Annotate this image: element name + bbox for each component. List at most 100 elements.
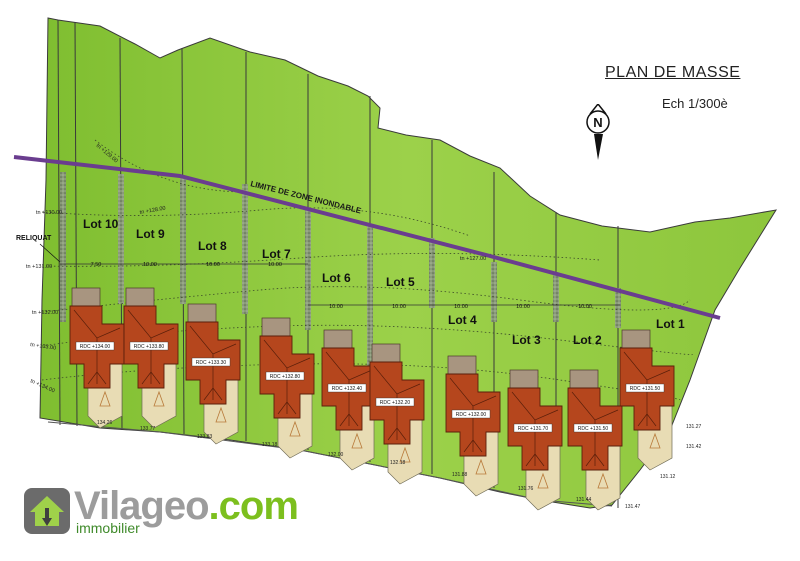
house: RDC +131.70: [507, 369, 563, 511]
frontage-width: 10.00: [454, 304, 468, 310]
vilageo-logo[interactable]: Vilageo.com immobilier: [24, 484, 314, 544]
road-level: 132.00: [328, 452, 344, 458]
rdc-level: RDC +132.00: [456, 412, 487, 418]
contour-label: tn +127.00: [460, 256, 486, 262]
rdc-level: RDC +132.20: [380, 400, 411, 406]
house: RDC +133.80: [123, 287, 179, 429]
road-level: 131.12: [660, 474, 676, 480]
rdc-level: RDC +132.80: [270, 374, 301, 380]
garage-roof: [371, 343, 401, 363]
frontage-width: 10.00: [268, 262, 282, 268]
contour-label: tn +133.00: [30, 342, 57, 352]
parking-mark: [99, 390, 111, 407]
svg-text:N: N: [593, 115, 602, 130]
garage-roof: [261, 317, 291, 337]
lot-label: Lot 3: [512, 333, 541, 347]
frontage-width: 10.00: [143, 262, 157, 268]
reliquat-leader: [39, 243, 61, 263]
plan-scale: Ech 1/300è: [662, 96, 728, 111]
road-level: 131.44: [576, 497, 592, 503]
rdc-level: RDC +133.30: [196, 360, 227, 366]
road-level: 131.42: [686, 444, 702, 450]
rdc-label-box: [265, 371, 305, 381]
parking-mark: [597, 472, 609, 489]
frontage-width: 10.00: [578, 304, 592, 310]
lot-label: Lot 6: [322, 271, 351, 285]
house: RDC +134.00: [69, 287, 125, 429]
frontage-width: 10.00: [516, 304, 530, 310]
road-level: 132.18: [390, 460, 406, 466]
garage-roof: [71, 287, 101, 307]
rdc-level: RDC +134.00: [80, 344, 111, 350]
rdc-label-box: [625, 383, 665, 393]
house: RDC +131.50: [567, 369, 623, 511]
contour-label: tn +128.00: [139, 206, 166, 216]
parking-mark: [475, 458, 487, 475]
garage-roof: [569, 369, 599, 389]
house: RDC +132.40: [321, 329, 377, 471]
lot-label: Lot 2: [573, 333, 602, 347]
rdc-label-box: [191, 357, 231, 367]
contour-label: tn +131.00: [26, 264, 52, 270]
road-level: 133.77: [140, 426, 156, 432]
frontage-width: 10.00: [206, 262, 220, 268]
rdc-label-box: [573, 423, 613, 433]
lot-label: Lot 5: [386, 275, 415, 289]
frontage-width: 7.50: [91, 262, 102, 268]
plan-title: PLAN DE MASSE: [605, 64, 741, 81]
frontage-width: 10.00: [392, 304, 406, 310]
garage-roof: [125, 287, 155, 307]
contour-label: tn +130.00: [36, 210, 62, 216]
frontage-width: 10.00: [329, 304, 343, 310]
house: RDC +132.00: [445, 355, 501, 497]
garage-roof: [187, 303, 217, 323]
rdc-label-box: [375, 397, 415, 407]
garage-roof: [323, 329, 353, 349]
house: RDC +131.50: [619, 329, 675, 471]
garage-roof: [509, 369, 539, 389]
road-level: 131.76: [518, 486, 534, 492]
logo-subtitle: immobilier: [76, 520, 140, 536]
rdc-level: RDC +131.50: [630, 386, 661, 392]
road-level: 134.26: [97, 420, 113, 426]
flood-zone-line: [13, 155, 721, 320]
parking-mark: [649, 432, 661, 449]
road-level: 131.47: [625, 504, 641, 510]
parking-mark: [153, 390, 165, 407]
lot-label: Lot 9: [136, 227, 165, 241]
garage-roof: [621, 329, 651, 349]
parking-mark: [289, 420, 301, 437]
parking-mark: [215, 406, 227, 423]
lot-label: Lot 1: [656, 317, 685, 331]
road-level: 131.27: [686, 424, 702, 430]
rdc-level: RDC +131.50: [578, 426, 609, 432]
rdc-level: RDC +133.80: [134, 344, 165, 350]
rdc-label-box: [75, 341, 115, 351]
lot-label: Lot 7: [262, 247, 291, 261]
house-logo-icon: [24, 488, 70, 534]
garage-roof: [447, 355, 477, 375]
rdc-label-box: [513, 423, 553, 433]
lot-label: Lot 10: [83, 217, 119, 231]
rdc-level: RDC +131.70: [518, 426, 549, 432]
rdc-level: RDC +132.40: [332, 386, 363, 392]
road-level: 131.88: [452, 472, 468, 478]
road-level: 133.83: [197, 434, 213, 440]
parking-mark: [399, 446, 411, 463]
lot-label: Lot 4: [448, 313, 477, 327]
house: RDC +132.20: [369, 343, 425, 485]
contour-label: tn +132.00: [32, 310, 58, 316]
road-level: 133.18: [262, 442, 278, 448]
rdc-label-box: [327, 383, 367, 393]
frontage-dimension-line: [60, 263, 620, 306]
parking-mark: [537, 472, 549, 489]
hedges: [60, 172, 621, 414]
rdc-label-box: [451, 409, 491, 419]
parking-mark: [351, 432, 363, 449]
lot-label: Lot 8: [198, 239, 227, 253]
house: RDC +132.80: [259, 317, 315, 459]
house: RDC +133.30: [185, 303, 241, 445]
north-arrow-icon: N: [586, 104, 610, 160]
